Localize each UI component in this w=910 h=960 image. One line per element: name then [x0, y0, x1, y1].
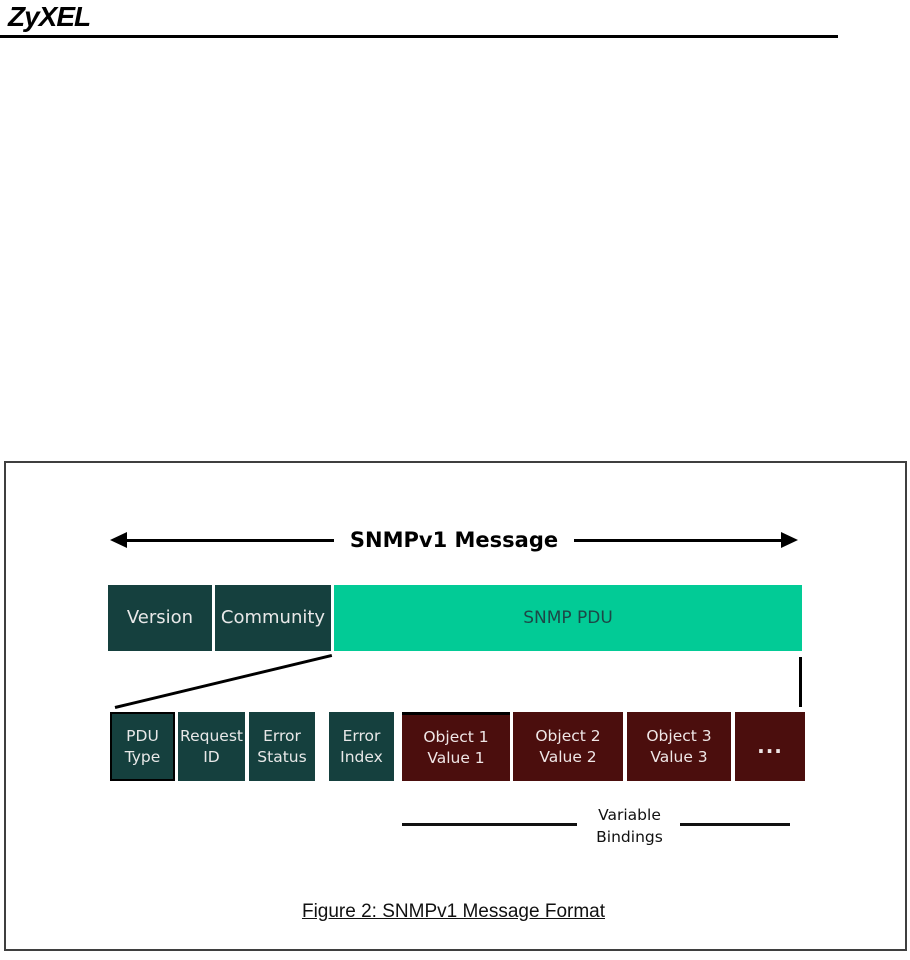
field-error-status-line1: Error: [263, 726, 301, 745]
field-error-index: Error Index: [329, 712, 394, 781]
header-rule: [0, 35, 838, 38]
variable-bindings-underline-left: [402, 823, 577, 826]
field-object-1-line1: Object 1: [423, 728, 489, 747]
field-error-status-line2: Status: [257, 747, 307, 766]
arrow-label: SNMPv1 Message: [349, 528, 559, 552]
field-object-2-line2: Value 2: [539, 747, 597, 766]
field-pdu-type: PDU Type: [110, 712, 175, 781]
field-error-index-line1: Error: [342, 726, 381, 745]
field-request-id-line2: ID: [203, 747, 220, 766]
field-error-index-line2: Index: [340, 747, 383, 766]
field-object-3-line1: Object 3: [646, 726, 712, 745]
variable-bindings-label-line2: Bindings: [596, 828, 663, 846]
field-request-id: Request ID: [178, 712, 245, 781]
zyxel-logo: ZyXEL: [8, 1, 91, 32]
field-object-1: Object 1 Value 1: [402, 712, 510, 781]
field-version: Version: [108, 585, 212, 651]
field-snmp-pdu: SNMP PDU: [334, 585, 802, 651]
figure-frame: [4, 461, 907, 951]
pdu-right-connector-line: [799, 657, 802, 707]
field-object-2-line1: Object 2: [535, 726, 601, 745]
field-object-2: Object 2 Value 2: [513, 712, 623, 781]
figure-caption: Figure 2: SNMPv1 Message Format: [301, 901, 606, 922]
field-error-status: Error Status: [249, 712, 315, 781]
arrow-right-icon: [781, 532, 798, 548]
field-pdu-type-line2: Type: [124, 747, 161, 766]
variable-bindings-label-line1: Variable: [598, 806, 661, 824]
field-pdu-type-line1: PDU: [126, 726, 159, 745]
field-community-label: Community: [220, 606, 326, 628]
field-community: Community: [215, 585, 331, 651]
arrow-line-left: [127, 538, 334, 542]
field-snmp-pdu-label: SNMP PDU: [523, 607, 613, 628]
variable-bindings-underline-right: [680, 823, 790, 826]
field-object-1-line2: Value 1: [427, 749, 485, 767]
variable-bindings-label: Variable Bindings: [582, 804, 677, 848]
field-version-label: Version: [126, 606, 194, 628]
snmp-message-arrow: SNMPv1 Message: [110, 526, 798, 554]
arrow-line-right: [574, 538, 781, 542]
field-request-id-line1: Request: [180, 726, 243, 745]
field-ellipsis-label: ...: [757, 734, 783, 758]
field-object-3-line2: Value 3: [650, 747, 708, 766]
field-ellipsis: ...: [735, 712, 805, 781]
field-object-3: Object 3 Value 3: [627, 712, 731, 781]
arrow-left-icon: [110, 532, 127, 548]
